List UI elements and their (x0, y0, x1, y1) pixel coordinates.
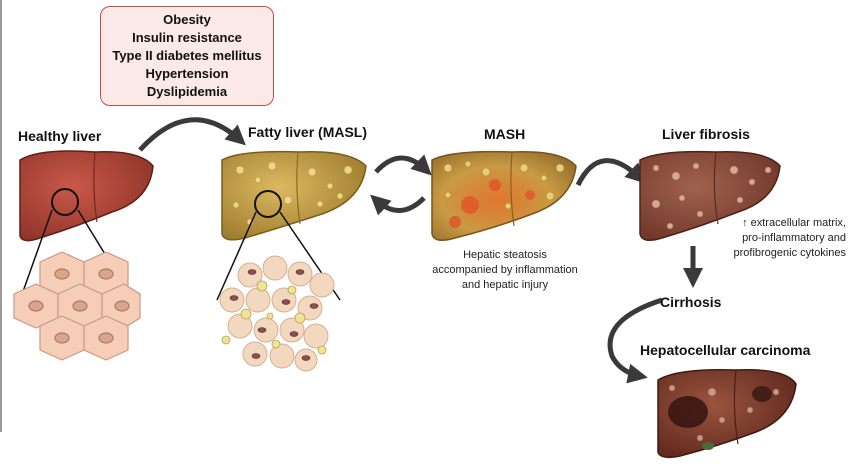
stage-label-fatty: Fatty liver (MASL) (248, 124, 368, 140)
arrow-fatty-to-mash (374, 154, 432, 176)
fibrosis-description: ↑ extracellular matrix, pro-inflammatory… (706, 216, 846, 261)
left-border (0, 0, 2, 432)
arrow-mash-to-fibrosis (575, 158, 646, 187)
risk-factor-insulin-resistance: Insulin resistance (132, 30, 242, 45)
healthy-hepatocyte-cluster (13, 251, 141, 361)
mash-note-line-2: accompanied by inflammation (432, 264, 578, 276)
arrow-cirrhosis-to-hcc (607, 297, 663, 384)
fibrosis-note-line-2: pro-inflammatory and (742, 232, 846, 244)
stage-label-cirrhosis: Cirrhosis (660, 294, 722, 310)
stage-label-hcc: Hepatocellular carcinoma (640, 342, 811, 358)
arrow-mash-to-fatty (370, 194, 426, 216)
risk-factors-box: Obesity Insulin resistance Type II diabe… (100, 6, 274, 106)
mash-note-line-3: and hepatic injury (461, 279, 549, 291)
fibrosis-note-line-1: ↑ extracellular matrix, (742, 217, 846, 229)
fibrosis-liver-illustration (639, 150, 781, 241)
risk-factor-obesity: Obesity (163, 12, 211, 27)
risk-factor-type-2-diabetes: Type II diabetes mellitus (112, 48, 262, 63)
stage-label-healthy: Healthy liver (18, 128, 102, 144)
risk-factor-hypertension: Hypertension (145, 66, 229, 81)
risk-factor-dyslipidemia: Dyslipidemia (146, 84, 228, 99)
mash-description: Hepatic steatosis accompanied by inflamm… (424, 248, 586, 293)
fatty-hepatocyte-cluster (219, 255, 335, 372)
fibrosis-note-line-3: profibrogenic cytokines (733, 247, 846, 259)
mash-liver-illustration (431, 150, 577, 241)
arrow-healthy-to-fatty (138, 117, 246, 152)
stage-label-mash: MASH (484, 126, 526, 142)
hcc-liver-illustration (657, 368, 797, 459)
stage-label-fibrosis: Liver fibrosis (662, 126, 750, 142)
mash-note-line-1: Hepatic steatosis (463, 249, 547, 261)
